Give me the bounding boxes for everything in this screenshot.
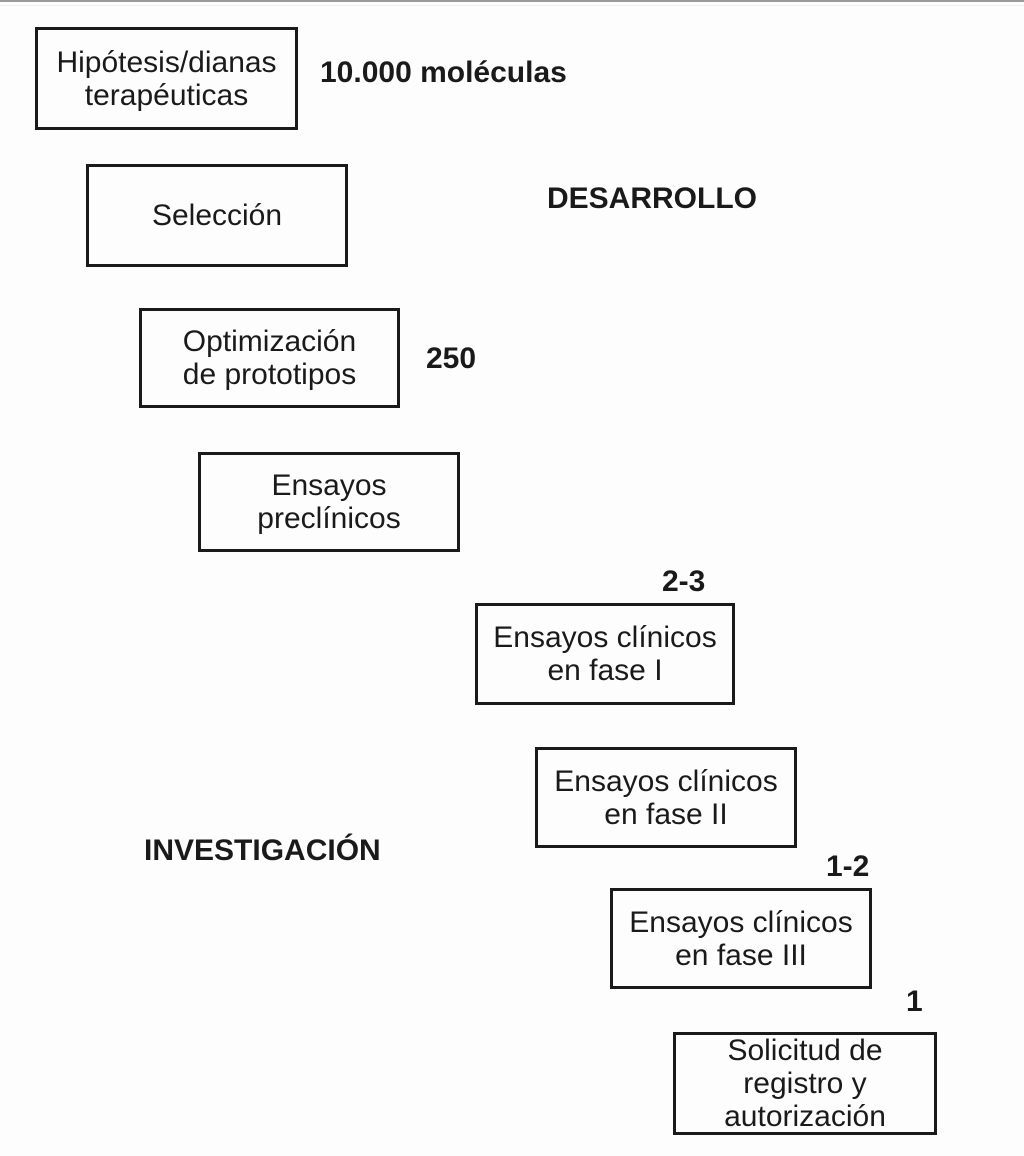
stage-label: Selección	[151, 199, 283, 232]
stage-box-ensayos-clinicos-fase-2: Ensayos clínicos en fase II	[535, 747, 797, 848]
section-label-investigacion: INVESTIGACIÓN	[144, 834, 381, 867]
count-label-1: 1	[906, 985, 923, 1018]
stage-box-seleccion: Selección	[86, 164, 348, 267]
top-divider-faint-line	[0, 5, 1024, 6]
stage-label: Solicitud de registro y autorización	[724, 1034, 886, 1133]
stage-label: Optimización de prototipos	[182, 325, 357, 391]
stage-box-optimizacion-de-prototipos: Optimización de prototipos	[139, 308, 400, 408]
stage-box-hipotesis-dianas-terapeuticas: Hipótesis/dianas terapéuticas	[35, 27, 298, 130]
count-label-2-3: 2-3	[662, 565, 706, 598]
count-label-10000-moleculas: 10.000 moléculas	[320, 56, 567, 89]
stage-box-ensayos-clinicos-fase-1: Ensayos clínicos en fase I	[475, 603, 735, 705]
stage-label: Ensayos preclínicos	[257, 469, 401, 535]
stage-box-ensayos-preclinicos: Ensayos preclínicos	[198, 452, 460, 552]
section-label-desarrollo: DESARROLLO	[547, 182, 757, 215]
stage-label: Ensayos clínicos en fase II	[554, 764, 778, 831]
stage-label: Hipótesis/dianas terapéuticas	[56, 45, 277, 112]
count-label-250: 250	[426, 342, 477, 375]
stage-label: Ensayos clínicos en fase III	[629, 905, 853, 972]
stage-box-ensayos-clinicos-fase-3: Ensayos clínicos en fase III	[610, 888, 872, 989]
top-divider-line	[0, 0, 1024, 2]
stage-label: Ensayos clínicos en fase I	[493, 621, 717, 687]
stage-box-solicitud-registro-autorizacion: Solicitud de registro y autorización	[673, 1032, 937, 1135]
count-label-1-2: 1-2	[826, 850, 870, 883]
